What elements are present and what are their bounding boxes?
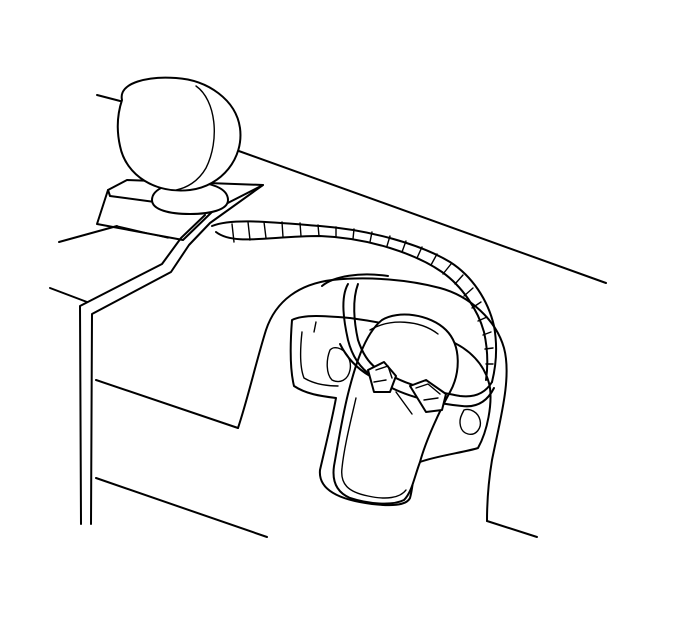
housing-inner-edge [341,397,407,499]
connector-right-body [409,379,447,413]
harness-wire-right-lower [387,385,495,408]
connector-right-latch [415,383,441,395]
bracket-step-edge [116,225,169,239]
lower-panel-edge [95,379,239,429]
harness-wire-left [339,343,371,377]
body-panel-lines [49,94,607,538]
bracket-post-inner [90,184,264,525]
harness-branch-inner [353,283,377,369]
housing-body [332,313,459,505]
conduit-rib-marks [231,221,494,365]
component-dome-seam [175,85,215,191]
bottom-panel-edge [95,477,268,538]
connector-left [367,361,397,393]
connector-right [409,379,447,413]
pocket-outer-rim [237,277,508,522]
module-housing [332,313,459,505]
connector-pointer-line [395,391,413,415]
mounting-bracket [79,179,264,525]
pocket-floor-edge [299,331,339,387]
mid-left-panel-edge [58,225,118,243]
connector-left-detail [373,379,387,383]
pocket-slot-right [459,408,482,435]
component-dome [116,76,242,192]
harness-conduit-lower [215,231,489,381]
harness-loop-top [321,273,389,287]
connector-right-detail [423,397,439,401]
pocket-lip-left [313,321,317,333]
wiring-harness [211,220,498,408]
harness-conduit-upper [211,220,498,383]
harness-wire-right-upper [391,375,493,398]
bottom-right-panel-edge [486,520,538,538]
housing-top-edge [369,321,439,335]
connector-left-latch [375,365,393,379]
harness-branch-outer [342,283,373,377]
bracket-post-outer [79,214,206,525]
electrical-connectors [367,361,447,415]
top-panel-edge [235,149,607,284]
pocket-slot-left [326,346,352,383]
round-component [116,76,242,215]
left-ledge-edge [49,287,88,303]
upper-left-panel-edge [96,94,125,103]
